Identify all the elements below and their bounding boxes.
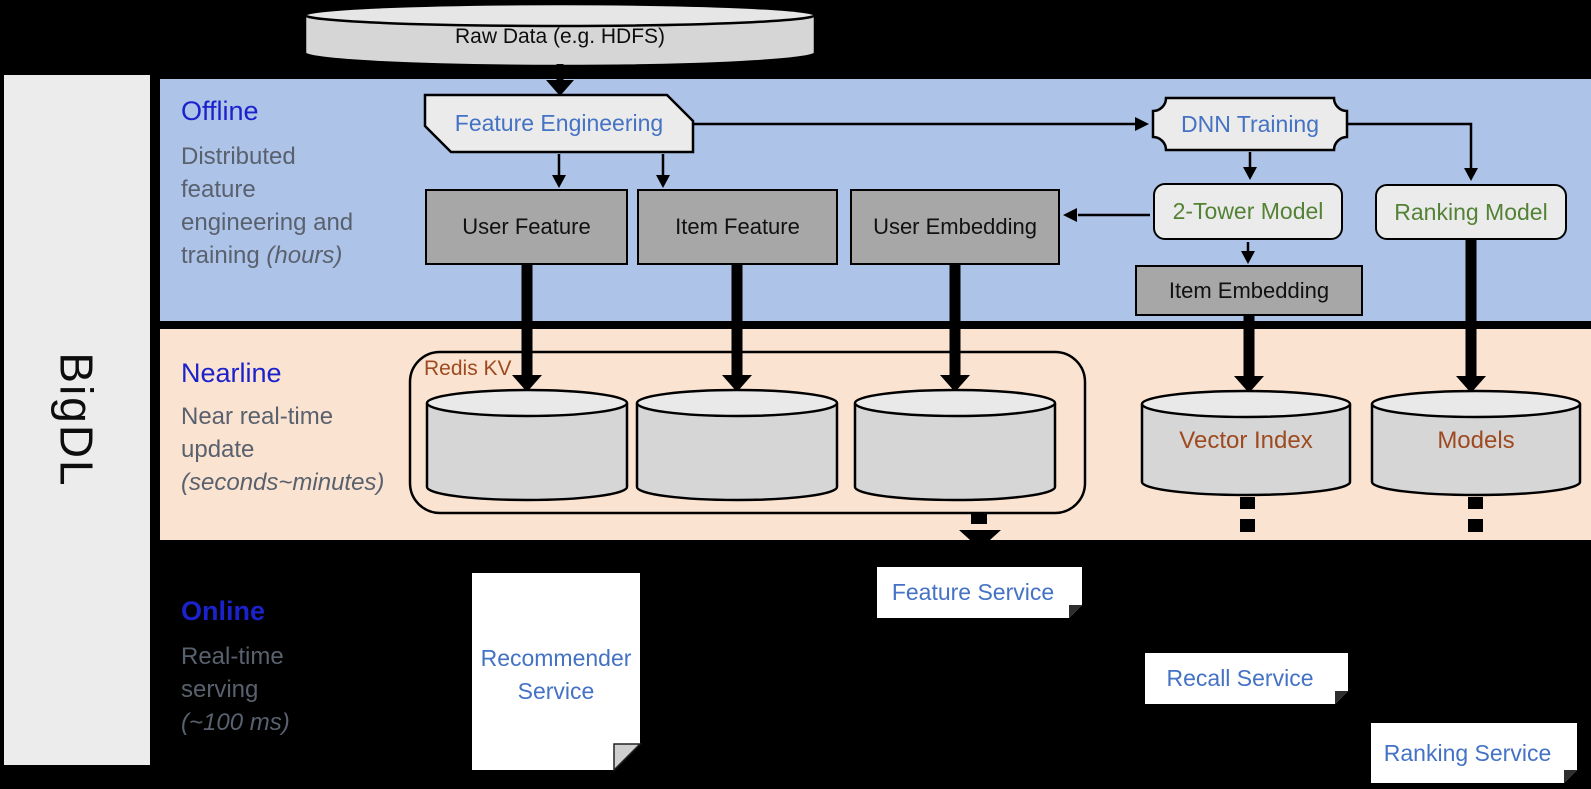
offline-section-title: Offline [181, 96, 259, 126]
user-embedding-label: User Embedding [873, 214, 1037, 239]
offline-section-desc: Distributed feature engineering and trai… [181, 140, 416, 272]
nearline-desc-line3: (seconds~minutes) [181, 469, 385, 496]
two-tower-model-node: 2-Tower Model [1153, 183, 1343, 240]
bigdl-sidebar: BigDL [4, 75, 150, 765]
ranking-service-label: Ranking Service [1383, 739, 1552, 766]
nearline-section-title: Nearline [181, 358, 282, 388]
online-desc-line2: serving [181, 676, 259, 703]
offline-desc-line2: feature [181, 176, 256, 203]
recall-service-doc [1145, 653, 1348, 704]
user-embedding-node: User Embedding [850, 189, 1060, 265]
online-desc-line3: (~100 ms) [181, 709, 290, 736]
user-feature-label: User Feature [462, 214, 591, 239]
ranking-model-node: Ranking Model [1375, 184, 1567, 240]
nearline-desc-line2: update [181, 436, 255, 463]
recommender-service-line1: Recommender [480, 645, 632, 671]
raw-data-label: Raw Data (e.g. HDFS) [454, 25, 666, 48]
nearline-section-desc: Near real-time update (seconds~minutes) [181, 400, 421, 499]
user-feature-node: User Feature [425, 189, 628, 265]
item-feature-label: Item Feature [675, 214, 800, 239]
offline-desc-line1: Distributed [181, 143, 296, 170]
item-feature-node: Item Feature [637, 189, 838, 265]
item-embedding-label: Item Embedding [1168, 277, 1330, 303]
feature-service-doc [877, 567, 1082, 618]
feature-service-label: Feature Service [891, 579, 1055, 605]
raw-data-cylinder [303, 2, 817, 68]
offline-desc-line4: training (hours) [181, 242, 343, 269]
nearline-desc-line1: Near real-time [181, 403, 334, 430]
two-tower-model-label: 2-Tower Model [1172, 198, 1324, 224]
online-section-desc: Real-time serving (~100 ms) [181, 640, 401, 739]
recall-service-label: Recall Service [1166, 665, 1314, 691]
bigdl-logo-text: BigDL [50, 352, 103, 488]
recommender-service-label: Recommender Service [472, 642, 640, 708]
item-embedding-node: Item Embedding [1135, 265, 1363, 316]
recommender-service-line2: Service [517, 678, 595, 704]
online-desc-line1: Real-time [181, 643, 284, 670]
offline-desc-line3: engineering and [181, 209, 354, 236]
ranking-model-label: Ranking Model [1394, 198, 1548, 225]
online-section-title: Online [181, 596, 266, 626]
ranking-service-doc [1371, 723, 1577, 783]
